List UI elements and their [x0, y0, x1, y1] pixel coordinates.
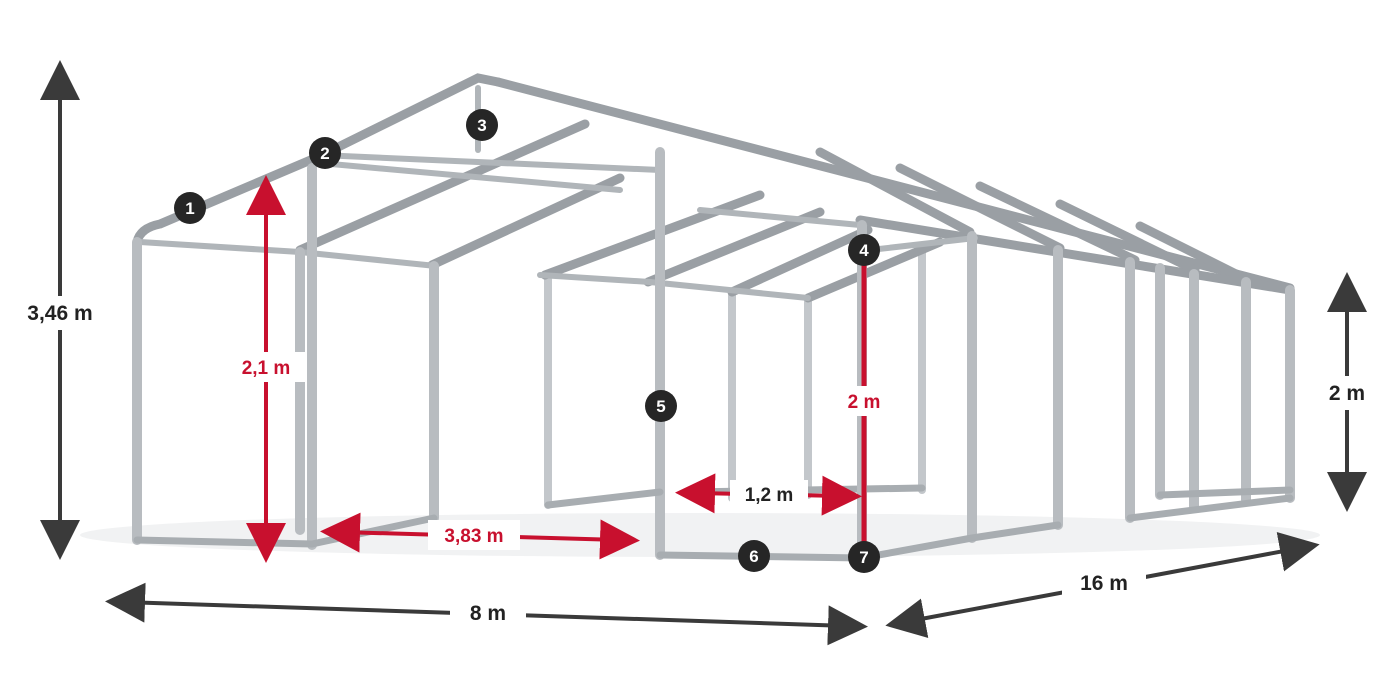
svg-text:4: 4 [859, 241, 869, 260]
spacing-long-label: 3,83 m [444, 526, 503, 547]
badge-3: 3 [466, 109, 498, 141]
width-label: 8 m [470, 602, 506, 625]
back-wall-posts [544, 246, 926, 509]
badge-4: 4 [848, 234, 880, 266]
badge-6: 6 [738, 540, 770, 572]
badge-1: 1 [174, 192, 206, 224]
part-badges: 1 2 3 4 5 6 7 [174, 109, 880, 573]
spacing-short-label: 1,2 m [745, 485, 794, 506]
svg-text:1: 1 [185, 199, 194, 218]
roof-rafters [132, 73, 1295, 303]
front-end-posts [132, 163, 439, 550]
front-height-label: 2,1 m [242, 358, 291, 379]
side-wall-height-label: 2 m [1329, 382, 1365, 405]
svg-text:3: 3 [477, 116, 486, 135]
total-height-label: 3,46 m [27, 302, 92, 325]
dark-dimensions: 3,46 m 2 m 8 m 16 m [14, 59, 1378, 646]
svg-text:2: 2 [320, 144, 329, 163]
svg-text:5: 5 [656, 397, 665, 416]
red-dimensions: 2,1 m 2 m 3,83 m 1,2 m [226, 175, 894, 563]
svg-text:7: 7 [859, 548, 868, 567]
side-wall-posts [655, 147, 1295, 560]
badge-7: 7 [848, 541, 880, 573]
svg-text:6: 6 [749, 547, 758, 566]
badge-2: 2 [309, 137, 341, 169]
badge-5: 5 [645, 390, 677, 422]
inner-post-height-label: 2 m [848, 392, 881, 413]
length-label: 16 m [1080, 572, 1128, 595]
